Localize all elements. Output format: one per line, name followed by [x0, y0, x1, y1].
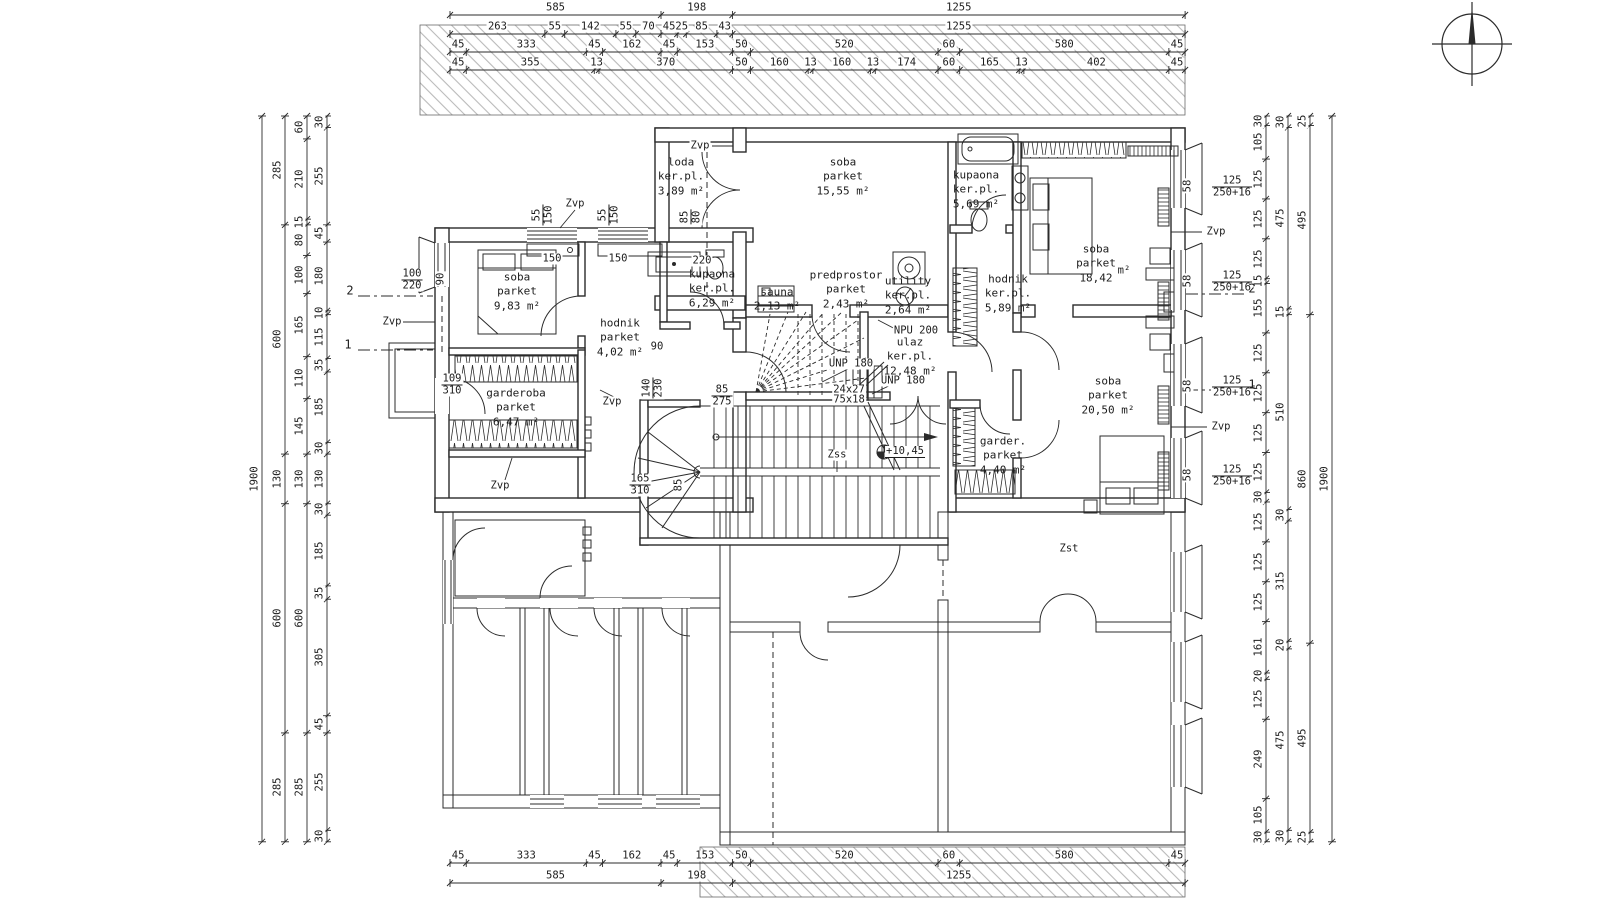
hatch-band-bottom [699, 846, 1186, 898]
upper-flight-dashed [755, 311, 867, 396]
leader-lines [403, 145, 1207, 481]
level-marker-icon [876, 444, 892, 460]
windows-right-wall [1171, 142, 1203, 795]
stair-treads [713, 406, 931, 538]
dimension-lines [258, 11, 1336, 887]
furniture [448, 133, 1179, 515]
north-compass-icon [1432, 2, 1512, 86]
dashed-lines [441, 142, 944, 845]
door-swings [448, 151, 1097, 661]
